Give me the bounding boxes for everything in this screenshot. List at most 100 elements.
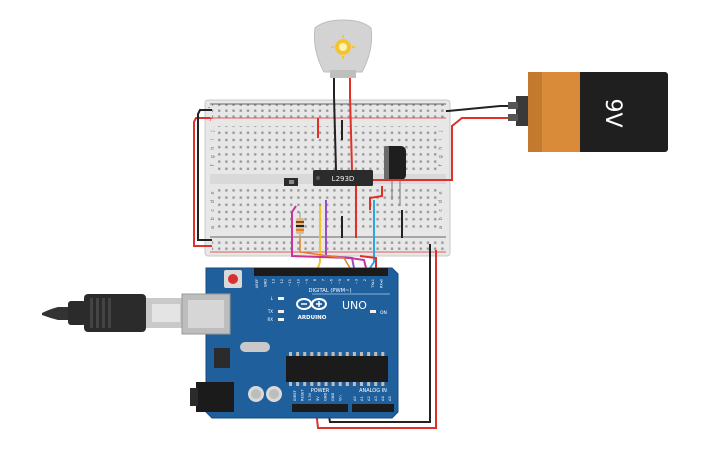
capacitor-red-wire[interactable] [369, 186, 383, 210]
rail-plus-label: + [208, 116, 213, 123]
chip-pin [303, 382, 307, 386]
analog-header[interactable] [352, 404, 394, 412]
row-letter: f [438, 164, 444, 166]
analog-label: ANALOG IN [359, 388, 387, 394]
power-pin-label: 5V [316, 396, 320, 401]
chip-pin [360, 352, 363, 356]
row-letter: a [210, 226, 216, 229]
row-letter: c [438, 209, 444, 212]
bottom-terminal-strip[interactable] [218, 188, 438, 232]
blue-signal-wire[interactable] [369, 200, 375, 269]
power-pin-label: Vin [339, 395, 343, 401]
power-pin-label: 3.3V [308, 392, 312, 401]
l293d-chip[interactable]: L293D [313, 170, 373, 186]
digital-pin-label: 8 [313, 278, 317, 281]
power-jack[interactable] [196, 382, 234, 412]
arduino-logo-icon [296, 298, 327, 310]
digital-pin-label: ~3 [355, 279, 359, 284]
chip-pin [310, 352, 314, 356]
left-rail-red-wire[interactable] [193, 117, 212, 247]
bottom-power-rail[interactable] [212, 238, 444, 252]
analog-pin-label: A2 [367, 396, 371, 401]
battery-negative-wire[interactable] [446, 105, 518, 112]
digital-pin-label: 4 [346, 278, 350, 281]
battery-positive-wire[interactable] [373, 117, 518, 181]
yellow-signal-wire[interactable] [317, 206, 321, 269]
chip-pin [324, 382, 328, 386]
red-signal-wire[interactable] [359, 255, 377, 268]
analog-pin-label: A4 [381, 396, 385, 401]
digital-pin-label: 12 [280, 279, 284, 284]
row-letter: d [210, 200, 216, 203]
digital-header[interactable] [254, 268, 388, 276]
power-label: POWER [311, 388, 330, 394]
chip-pin [296, 382, 300, 386]
digital-pin-label: GND [263, 279, 267, 287]
row-letter: b [210, 217, 216, 220]
arduino-model: UNO [342, 299, 367, 312]
crystal-oscillator [240, 342, 270, 352]
dc-motor[interactable] [313, 19, 373, 78]
led-label-tx: TX [267, 309, 273, 314]
chip-pin [338, 382, 342, 386]
chip-pin [324, 352, 328, 356]
digital-pin-label: TX▸1 [371, 279, 375, 289]
digital-pin-label: ~6 [330, 278, 334, 284]
on-led-label: ON [380, 310, 387, 316]
chip-pin [352, 382, 356, 386]
digital-pin-label: 13 [272, 279, 276, 284]
chip-pin [317, 352, 321, 356]
row-letter: e [438, 191, 444, 194]
left-rail-black-wire[interactable] [197, 109, 212, 241]
chip-pin [374, 352, 378, 356]
usb-cable[interactable] [42, 294, 184, 332]
chip-pin [317, 382, 321, 386]
chip-pin [381, 382, 385, 386]
chip-pin [338, 352, 342, 356]
top-power-rail[interactable] [212, 104, 444, 118]
arduino-logo-text: ARDUINO [298, 315, 327, 321]
battery-label: 9V [600, 98, 625, 127]
row-letter: f [210, 164, 216, 166]
chip-pin [289, 382, 292, 386]
power-header[interactable] [292, 404, 348, 412]
power-pin-label: GND [331, 393, 335, 401]
resistor[interactable] [296, 212, 304, 238]
row-letter: e [210, 191, 216, 194]
rail-minus-label: - [208, 104, 210, 111]
row-letter: g [210, 155, 216, 158]
slide-switch-knob[interactable] [289, 180, 294, 184]
battery-9v[interactable]: 9V [508, 72, 668, 152]
digital-pin-label: ~5 [338, 279, 342, 284]
led-label-l: L [271, 296, 274, 301]
chip-pin [345, 352, 349, 356]
chip-pin [367, 352, 371, 356]
arduino-5v-wire[interactable] [315, 250, 437, 429]
analog-pin-label: A0 [353, 396, 357, 401]
chip-pin [289, 352, 292, 356]
chip-pin [381, 352, 385, 356]
reset-button-cap[interactable] [228, 274, 238, 284]
chip-pin [374, 382, 378, 386]
chip-pin [345, 382, 349, 386]
orange-signal-wire[interactable] [299, 238, 351, 269]
digital-pin-label: 7 [321, 279, 325, 281]
row-letter: g [438, 155, 444, 158]
power-pin-label: GND [323, 393, 327, 401]
motor-black-lead[interactable] [333, 78, 337, 171]
chip-pin [331, 352, 335, 356]
analog-pin-label: A5 [388, 396, 392, 401]
digital-pin-label: 2 [363, 279, 367, 281]
row-letter: j [210, 130, 216, 132]
magenta-signal-wire[interactable] [291, 205, 367, 269]
voltage-regulator [214, 348, 230, 368]
row-letter: i [210, 139, 216, 140]
row-letter: c [210, 209, 216, 212]
row-letter: i [438, 139, 444, 140]
motor-red-lead[interactable] [349, 78, 353, 171]
